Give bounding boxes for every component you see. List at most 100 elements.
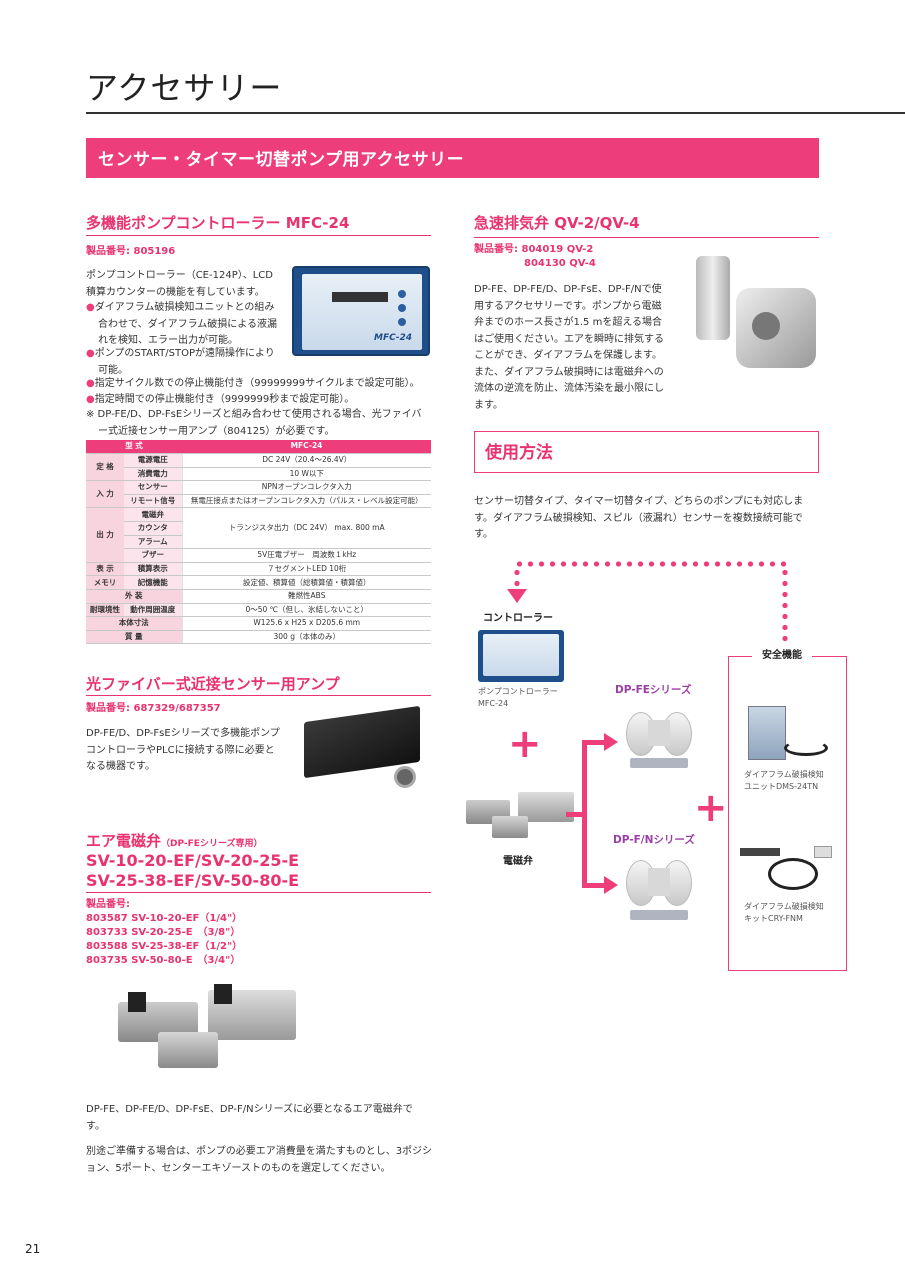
- spec-cell: 電磁弁: [124, 507, 182, 523]
- fiber-heading: 光ファイバー式近接センサー用アンプ: [86, 675, 340, 693]
- spec-cell: 消費電力: [124, 467, 182, 482]
- spec-cell: 動作周囲温度: [124, 603, 182, 618]
- spec-cell: 無電圧接点またはオープンコレクタ入力（パルス・レベル設定可能）: [181, 494, 431, 509]
- spec-cell: カウンタ: [124, 521, 182, 536]
- qv-prodno-2: 804130 QV-4: [524, 258, 596, 269]
- usage-body: センサー切替タイプ、タイマー切替タイプ、どちらのポンプにも対応します。ダイアフラ…: [474, 496, 804, 540]
- spec-cell: 0～50 ℃（但し、氷結しないこと）: [181, 603, 431, 618]
- mfc-heading: 多機能ポンプコントローラー MFC-24: [86, 214, 350, 232]
- spec-header-value: MFC-24: [182, 440, 431, 455]
- spec-cell: 耐環境性: [86, 603, 124, 618]
- mfc-heading-rule: [86, 235, 431, 236]
- valve-heading-note: （DP-FEシリーズ専用）: [161, 839, 263, 849]
- page-title: アクセサリー: [86, 69, 283, 107]
- right-arrow-icon: [604, 733, 618, 751]
- dms-caption-2: ユニットDMS-24TN: [744, 782, 819, 791]
- qv-heading-rule: [474, 237, 819, 238]
- spec-cell: 設定値、積算値（総積算値・積算値）: [181, 575, 431, 591]
- spec-table: 型 式 MFC-24 定 格 電源電圧 DC 24V（20.4～26.4V） 消…: [86, 440, 431, 645]
- controller-photo: MFC-24: [292, 266, 430, 356]
- valve-photo: [108, 984, 308, 1084]
- plus-icon: +: [694, 785, 728, 831]
- valve-models-2: SV-25-38-EF/SV-50-80-E: [86, 871, 300, 890]
- fiber-product-number: 製品番号: 687329/687357: [86, 703, 221, 714]
- spec-cell: NPNオープンコレクタ入力: [181, 480, 431, 495]
- fn-pump-photo: [624, 850, 694, 930]
- spec-header-model: 型 式: [86, 440, 182, 455]
- valve-heading-rule: [86, 892, 431, 893]
- spec-cell: センサー: [124, 480, 182, 495]
- fn-series-label: DP-F/Nシリーズ: [613, 834, 695, 846]
- mfc-bullet-2: ●ポンプのSTART/STOPが遠隔操作により可能。: [86, 348, 275, 376]
- section-banner: センサー・タイマー切替ポンプ用アクセサリー: [86, 138, 819, 178]
- mfc-bullet-4: ●指定時間での停止機能付き（9999999秒まで設定可能）。: [86, 394, 355, 405]
- diagram-dotted-right: [782, 567, 788, 647]
- spec-cell: メモリ: [86, 575, 124, 591]
- valve-prodno-3: 803588 SV-25-38-EF（1/2"）: [86, 941, 243, 952]
- mfc-bullet-3: ●指定サイクル数での停止機能付き（99999999サイクルまで設定可能）。: [86, 378, 420, 389]
- title-rule: [86, 112, 905, 114]
- spec-cell: 質 量: [86, 630, 182, 645]
- valve-body-2: 別途ご準備する場合は、ポンプの必要エア消費量を満たすものとし、3ポジション、5ポ…: [86, 1146, 433, 1174]
- spec-cell: ７セグメントLED 10桁: [181, 562, 431, 577]
- qv-heading: 急速排気弁 QV-2/QV-4: [474, 214, 640, 232]
- branch-vertical-line: [582, 740, 587, 888]
- spec-cell: 出 力: [86, 507, 124, 563]
- fe-pump-photo: [624, 700, 694, 776]
- branch-bottom-line: [582, 883, 606, 888]
- spec-cell: 300 g（本体のみ）: [181, 630, 431, 645]
- valve-prodno-label: 製品番号:: [86, 899, 130, 910]
- spec-cell: トランジスタ出力（DC 24V） max. 800 mA: [181, 507, 431, 550]
- spec-rating: 定 格: [86, 453, 124, 482]
- branch-mid-line: [566, 812, 584, 817]
- branch-top-line: [582, 740, 606, 745]
- spec-cell: 外 装: [86, 589, 182, 604]
- valve-prodno-1: 803587 SV-10-20-EF（1/4"）: [86, 913, 243, 924]
- spec-cell: 10 W以下: [181, 467, 431, 482]
- page-number: 21: [25, 1242, 41, 1256]
- usage-heading-box: 使用方法: [474, 431, 819, 473]
- dms-caption-1: ダイアフラム破損検知: [744, 770, 824, 779]
- plus-icon: +: [508, 721, 542, 767]
- mfc-bullet-1: ●ダイアフラム破損検知ユニットとの組み合わせで、ダイアフラム破損による液漏れを検…: [86, 302, 277, 346]
- spec-cell: 記憶機能: [124, 575, 182, 591]
- controller-label: コントローラー: [483, 613, 553, 624]
- spec-cell: 表 示: [86, 562, 124, 577]
- valve-diagram-label: 電磁弁: [503, 856, 533, 867]
- fiber-heading-rule: [86, 695, 431, 696]
- spec-cell: ブザー: [124, 548, 182, 563]
- dms-unit-photo: [744, 704, 832, 766]
- valve-heading-line: エア電磁弁（DP-FEシリーズ専用）: [86, 830, 263, 853]
- valve-body-1: DP-FE、DP-FE/D、DP-FsE、DP-F/Nシリーズに必要となるエア電…: [86, 1104, 413, 1132]
- right-arrow-icon: [604, 876, 618, 894]
- fiber-amp-photo: [300, 705, 432, 788]
- spec-cell: W125.6 x H25 x D205.6 mm: [181, 616, 431, 631]
- diagram-valve-photo: [462, 790, 580, 842]
- diagram-controller-photo: [478, 630, 564, 682]
- spec-cell: 積算表示: [124, 562, 182, 577]
- spec-cell: 難燃性ABS: [181, 589, 431, 604]
- valve-models-1: SV-10-20-EF/SV-20-25-E: [86, 851, 300, 870]
- spec-cell: 5V圧電ブザー 周波数１kHz: [181, 548, 431, 563]
- fe-series-label: DP-FEシリーズ: [615, 684, 692, 696]
- spec-cell: DC 24V（20.4～26.4V）: [181, 453, 431, 468]
- diagram-dotted-top: [514, 561, 788, 567]
- controller-photo-label: MFC-24: [374, 333, 412, 343]
- down-arrow-icon: [507, 589, 527, 603]
- mfc-product-number: 製品番号: 805196: [86, 246, 176, 257]
- valve-heading: エア電磁弁: [86, 832, 162, 850]
- cry-caption-1: ダイアフラム破損検知: [744, 902, 824, 911]
- spec-cell: 本体寸法: [86, 616, 182, 631]
- spec-cell: アラーム: [124, 535, 182, 550]
- valve-prodno-4: 803735 SV-50-80-E （3/4"）: [86, 955, 241, 966]
- valve-prodno-2: 803733 SV-20-25-E （3/8"）: [86, 927, 241, 938]
- cry-kit-photo: [738, 838, 836, 898]
- qv-prodno-1: 製品番号: 804019 QV-2: [474, 244, 594, 255]
- safety-label: 安全機能: [752, 648, 812, 664]
- spec-cell: 入 力: [86, 480, 124, 509]
- fiber-body: DP-FE/D、DP-FsEシリーズで多機能ポンプコントローラやPLCに接続する…: [86, 728, 280, 772]
- mfc-note: ※ DP-FE/D、DP-FsEシリーズと組み合わせて使用される場合、光ファイバ…: [86, 409, 422, 437]
- controller-caption-1: ポンプコントローラー: [478, 687, 558, 696]
- spec-cell: リモート信号: [124, 494, 182, 509]
- qv-photo: [690, 252, 820, 372]
